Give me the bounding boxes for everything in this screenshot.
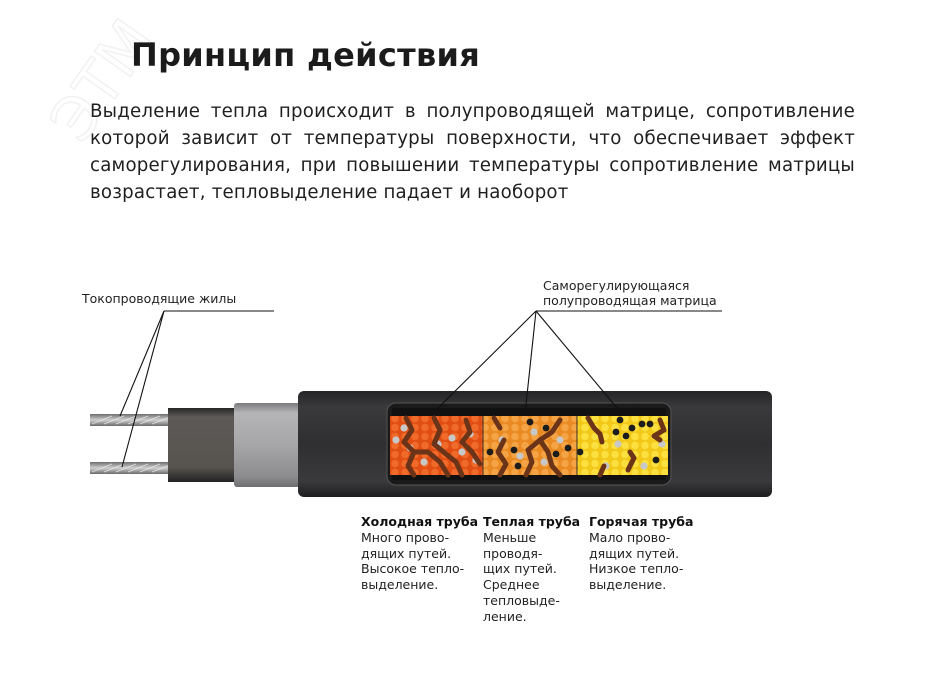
matrix-label: Саморегулирующаяся полупроводящая матриц… — [543, 278, 717, 308]
caption-cold-line: выделение. — [361, 577, 439, 593]
caption-warm-pipe: Теплая труба Меньше проводя- щих путей. … — [483, 514, 580, 625]
caption-cold-title: Холодная труба — [361, 514, 479, 529]
caption-cold-line: Высокое тепло- — [361, 561, 465, 577]
caption-warm-line: тепловыде- — [483, 592, 560, 608]
metal-braid — [234, 403, 300, 487]
conductor-wires — [90, 414, 171, 474]
conductors-label: Токопроводящие жилы — [82, 291, 237, 306]
inner-insulation — [168, 408, 236, 482]
caption-hot-line: выделение. — [589, 577, 667, 593]
caption-warm-title: Теплая труба — [483, 514, 581, 529]
conductors-leader-lines — [119, 310, 274, 468]
caption-hot-line: Низкое тепло- — [589, 561, 684, 577]
caption-cold-pipe: Холодная труба Много прово- дящих путей.… — [361, 514, 478, 593]
matrix-label-line2: полупроводящая матрица — [543, 293, 717, 308]
description-paragraph: Выделение тепла происходит в полупроводя… — [90, 101, 855, 203]
caption-warm-line: ление. — [483, 608, 527, 624]
caption-warm-line: Среднее — [483, 577, 540, 593]
caption-cold-line: дящих путей. — [361, 545, 452, 561]
matrix-label-line1: Саморегулирующаяся — [543, 278, 690, 293]
caption-hot-line: дящих путей. — [589, 545, 680, 561]
caption-warm-line: щих путей. — [483, 561, 557, 577]
matrix-warm-section — [483, 415, 577, 478]
page-title: Принцип действия — [131, 36, 481, 74]
caption-hot-line: Мало прово- — [589, 529, 671, 545]
caption-cold-line: Много прово- — [361, 529, 450, 545]
matrix-cold-section — [390, 415, 483, 478]
caption-hot-pipe: Горячая труба Мало прово- дящих путей. Н… — [589, 514, 693, 593]
caption-warm-line: проводя- — [483, 545, 543, 561]
matrix-hot-section — [576, 415, 668, 478]
caption-warm-line: Меньше — [483, 529, 537, 545]
matrix-leader-lines — [431, 310, 722, 415]
caption-hot-title: Горячая труба — [589, 514, 694, 529]
